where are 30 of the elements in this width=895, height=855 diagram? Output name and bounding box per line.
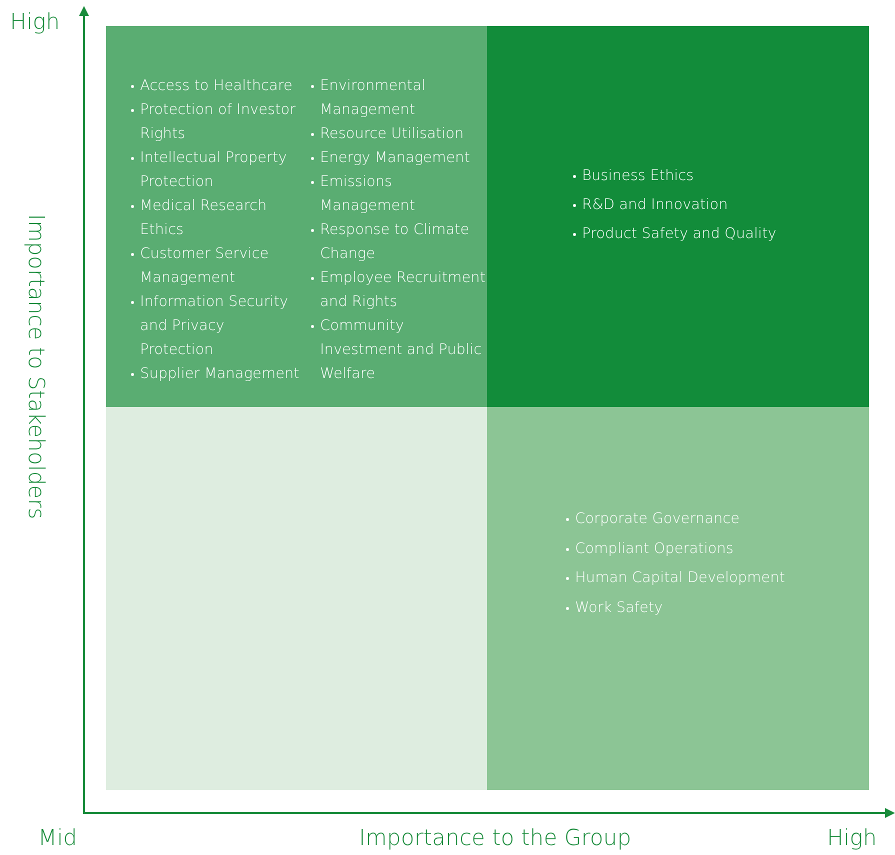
list-item: Medical Research Ethics	[130, 194, 302, 242]
list-item: Supplier Management	[130, 362, 302, 386]
axis-label: High	[10, 10, 60, 35]
list-item: Business Ethics	[572, 164, 852, 188]
quadrant-panel	[106, 407, 487, 790]
list-item: Response to Climate Change	[310, 218, 488, 266]
list-item: Protection of Investor Rights	[130, 98, 302, 146]
list-item: Work Safety	[565, 596, 845, 620]
list-item: Access to Healthcare	[130, 74, 302, 98]
quadrant-panel	[487, 26, 869, 407]
list-item: Emissions Management	[310, 170, 488, 218]
axis-label: Mid	[38, 826, 78, 851]
axis-title: Importance to the Group	[359, 826, 632, 851]
list-item: Product Safety and Quality	[572, 222, 852, 246]
quadrant-panel	[106, 26, 487, 407]
quadrant-panel	[487, 407, 869, 790]
list-item: Corporate Governance	[565, 507, 845, 531]
list-item: Resource Utilisation	[310, 122, 488, 146]
axis-label: High	[827, 826, 877, 851]
list-item: Intellectual Property Protection	[130, 146, 302, 194]
list-item: Environmental Management	[310, 74, 488, 122]
list-item: Human Capital Development	[565, 566, 845, 590]
list-item: R&D and Innovation	[572, 193, 852, 217]
list-item: Customer Service Management	[130, 242, 302, 290]
list-item: Information Security and Privacy Protection	[130, 290, 302, 362]
list-item: Compliant Operations	[565, 536, 845, 560]
list-item: Community Investment and Public Welfare	[310, 314, 488, 386]
axis-title: Importance to Stakeholders	[23, 214, 48, 520]
list-item: Energy Management	[310, 146, 488, 170]
list-item: Employee Recruitment and Rights	[310, 266, 488, 314]
